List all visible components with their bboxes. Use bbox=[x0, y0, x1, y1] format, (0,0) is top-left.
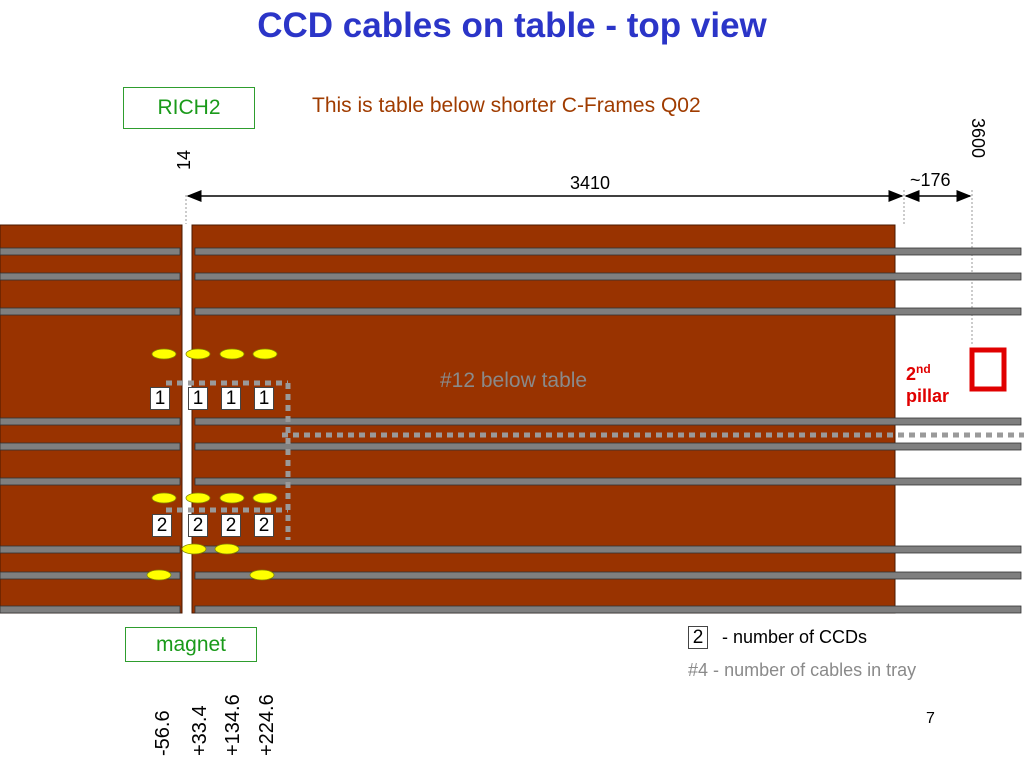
cable-ellipse bbox=[252, 492, 278, 504]
rail bbox=[0, 272, 181, 281]
rail bbox=[0, 605, 181, 614]
cable-ellipse bbox=[249, 569, 275, 581]
pillar-label: 2nd pillar bbox=[906, 358, 949, 407]
cable-rails bbox=[0, 247, 1022, 614]
ccd-count-box: 2 bbox=[152, 514, 172, 537]
cable-ellipse bbox=[151, 492, 177, 504]
cable-ellipse bbox=[151, 348, 177, 360]
cable-markers bbox=[146, 348, 278, 581]
pillar-square bbox=[969, 347, 1007, 392]
rail bbox=[0, 442, 181, 451]
position-label: +33.4 bbox=[189, 705, 211, 756]
page-number: 7 bbox=[926, 710, 935, 727]
cable-ellipse bbox=[214, 543, 240, 555]
below-table-label: #12 below table bbox=[440, 369, 588, 392]
cable-ellipse bbox=[185, 348, 211, 360]
position-label: -56.6 bbox=[152, 710, 174, 756]
position-label: +134.6 bbox=[222, 694, 244, 756]
magnet-label: magnet bbox=[125, 627, 257, 662]
rail bbox=[0, 477, 181, 486]
rail bbox=[194, 442, 1022, 451]
pillar-superscript: nd bbox=[916, 362, 931, 376]
ccd-count-box: 1 bbox=[254, 387, 274, 410]
legend-cables: #4 - number of cables in tray bbox=[688, 660, 916, 681]
page-title: CCD cables on table - top view bbox=[257, 6, 767, 45]
ccd-count-box: 1 bbox=[221, 387, 241, 410]
legend-cables-text: number of cables in tray bbox=[724, 660, 917, 680]
subtitle: This is table below shorter C-Frames Q02 bbox=[312, 94, 701, 117]
cable-ellipse bbox=[219, 348, 245, 360]
rail bbox=[194, 545, 1022, 554]
cable-ellipse bbox=[252, 348, 278, 360]
ccd-count-box: 2 bbox=[221, 514, 241, 537]
cable-ellipse bbox=[146, 569, 172, 581]
ccd-count-box: 1 bbox=[188, 387, 208, 410]
rail bbox=[194, 247, 1022, 256]
rail bbox=[194, 605, 1022, 614]
legend-ccd-box: 2 bbox=[688, 626, 708, 649]
position-label: +224.6 bbox=[256, 694, 278, 756]
rail bbox=[194, 477, 1022, 486]
legend-ccd-text: - number of CCDs bbox=[722, 627, 868, 647]
cable-tray-path bbox=[166, 380, 1024, 540]
rail bbox=[0, 247, 181, 256]
cable-ellipse bbox=[219, 492, 245, 504]
rail bbox=[0, 545, 181, 554]
rich2-label: RICH2 bbox=[123, 87, 255, 129]
rail bbox=[0, 571, 181, 580]
pillar-number: 2 bbox=[906, 364, 917, 384]
rail bbox=[0, 417, 181, 426]
legend-cables-tag: #4 bbox=[688, 660, 709, 680]
cable-ellipse bbox=[185, 492, 211, 504]
ccd-count-box: 1 bbox=[150, 387, 170, 410]
ccd-count-box: 2 bbox=[188, 514, 208, 537]
legend-cables-dash: - bbox=[713, 660, 720, 680]
rail bbox=[194, 417, 1022, 426]
dimension-3410: 3410 bbox=[570, 173, 611, 193]
dimension-176: ~176 bbox=[910, 170, 951, 190]
cable-ellipse bbox=[181, 543, 207, 555]
rail bbox=[194, 307, 1022, 316]
rail bbox=[194, 272, 1022, 281]
ccd-count-box: 2 bbox=[254, 514, 274, 537]
pillar-word: pillar bbox=[906, 386, 950, 406]
rail bbox=[194, 571, 1022, 580]
rail bbox=[0, 307, 181, 316]
